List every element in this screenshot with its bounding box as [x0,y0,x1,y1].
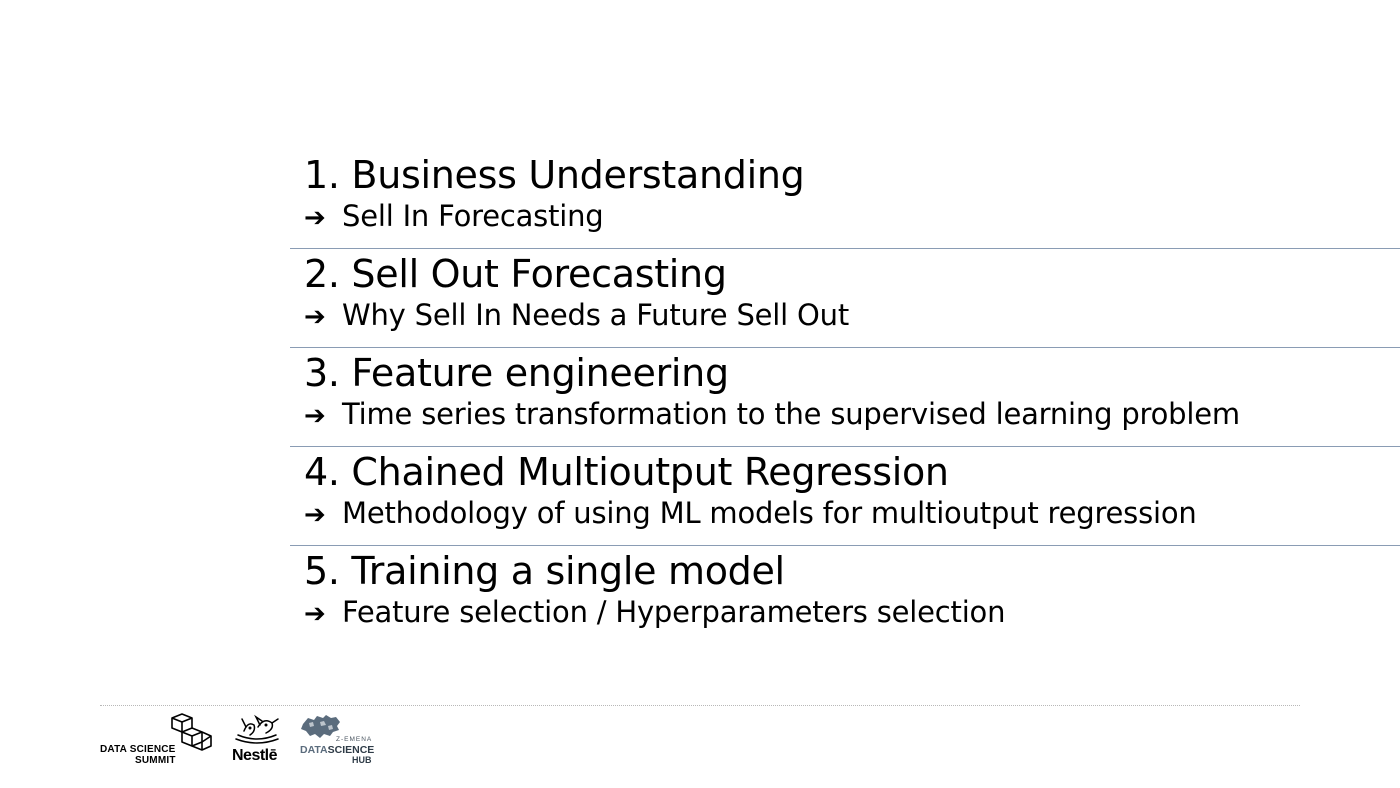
agenda-item-subtitle: ➔ Why Sell In Needs a Future Sell Out [304,297,849,335]
logo-text: Z-EMENA [336,736,373,743]
agenda-item-subtitle: ➔ Methodology of using ML models for mult… [304,495,1197,533]
arrow-right-icon: ➔ [304,203,326,233]
arrow-right-icon: ➔ [304,599,326,629]
agenda-item-subtitle-text: Time series transformation to the superv… [342,397,1240,431]
arrow-right-icon: ➔ [304,302,326,332]
divider [290,248,1400,249]
agenda-item: 4. Chained Multioutput Regression ➔ Metho… [290,447,1400,546]
agenda-item-heading: 4. Chained Multioutput Regression [304,450,949,494]
datascience-hub-logo: Z-EMENA DATASCIENCE HUB [300,712,390,768]
agenda-item-subtitle-text: Sell In Forecasting [342,199,604,233]
nestle-logo: Nestlē [230,712,285,768]
arrow-right-icon: ➔ [304,500,326,530]
logo-text: SUMMIT [135,755,176,766]
agenda-item-subtitle-text: Methodology of using ML models for multi… [342,496,1197,530]
agenda-item-heading: 1. Business Understanding [304,153,805,197]
agenda-item: 5. Training a single model ➔ Feature sele… [290,546,1400,645]
agenda-item-subtitle-text: Why Sell In Needs a Future Sell Out [342,298,849,332]
agenda-item: 2. Sell Out Forecasting ➔ Why Sell In Nee… [290,249,1400,348]
agenda-item: 3. Feature engineering ➔ Time series tran… [290,348,1400,447]
arrow-right-icon: ➔ [304,401,326,431]
agenda-item: 1. Business Understanding ➔ Sell In Forec… [290,150,1400,249]
agenda-item-subtitle: ➔ Sell In Forecasting [304,198,604,236]
agenda-item-heading: 3. Feature engineering [304,351,729,395]
logo-text: DATASCIENCE [300,744,374,756]
agenda-item-subtitle-text: Feature selection / Hyperparameters sele… [342,595,1006,629]
footer-logos: DATA SCIENCE SUMMIT Nestlē Z-EM [100,712,400,772]
logo-text: Nestlē [232,747,278,764]
logo-text: DATA SCIENCE [100,744,176,755]
agenda-item-heading: 2. Sell Out Forecasting [304,252,727,296]
logo-text-data: DATA [300,744,328,756]
agenda-item-subtitle: ➔ Feature selection / Hyperparameters sel… [304,594,1005,632]
divider [290,545,1400,546]
divider [290,446,1400,447]
data-science-summit-logo: DATA SCIENCE SUMMIT [100,712,215,768]
map-icon [301,715,340,738]
nest-birds-icon [235,714,279,744]
logo-text-science: SCIENCE [327,744,375,756]
agenda-list: 1. Business Understanding ➔ Sell In Forec… [290,150,1400,645]
divider [290,347,1400,348]
agenda-item-subtitle: ➔ Time series transformation to the super… [304,396,1240,434]
logo-text: HUB [352,755,372,765]
footer-divider [100,705,1300,706]
agenda-item-heading: 5. Training a single model [304,549,785,593]
cubes-icon [171,713,212,751]
